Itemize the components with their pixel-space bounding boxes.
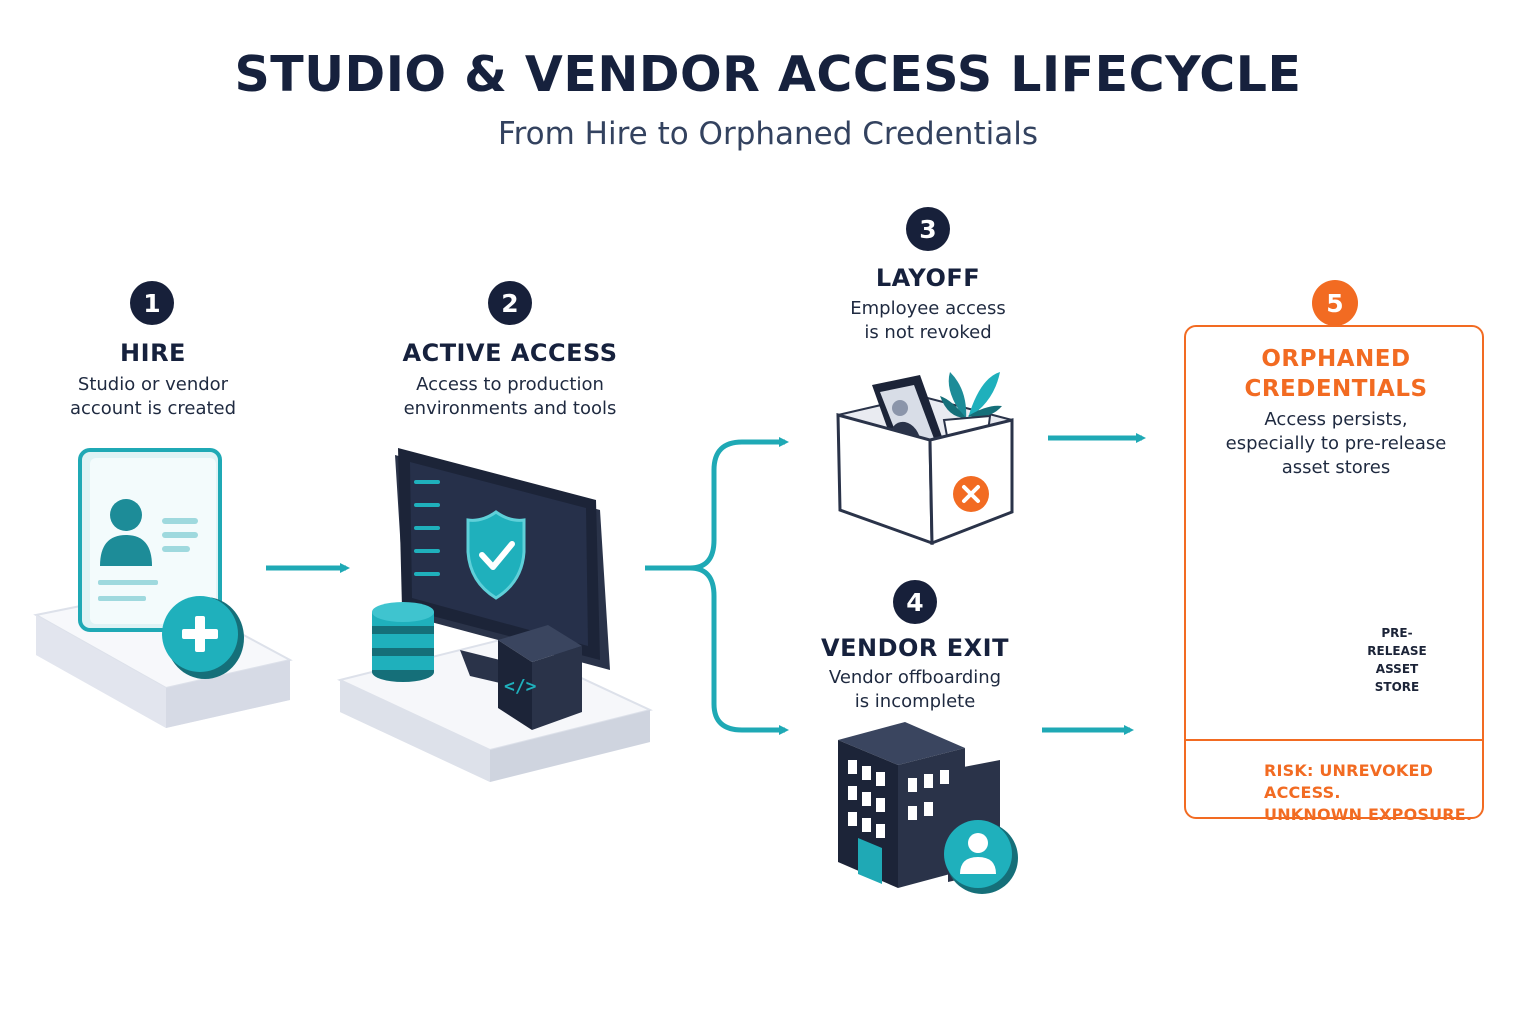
id-card-icon [33,448,293,728]
step-5-badge: 5 [1312,280,1358,326]
close-icon [953,476,989,512]
arrow-icon [645,565,789,735]
step-1-badge: 1 [130,281,174,325]
step-1-title: HIRE [120,339,186,367]
database-icon [372,602,434,682]
code-cube-icon: </> [498,625,582,730]
step-4-badge: 4 [893,580,937,624]
orphaned-credentials-panel [1184,325,1484,819]
user-icon [944,820,1018,894]
page-title: STUDIO & VENDOR ACCESS LIFECYCLE [234,46,1302,103]
add-icon [162,596,244,679]
step-5-desc: Access persists,especially to pre-releas… [1225,409,1447,478]
svg-text:</>: </> [504,676,537,697]
step-2-badge: 2 [488,281,532,325]
risk-warning-text: RISK: UNREVOKED ACCESS.UNKNOWN EXPOSURE. [1264,761,1473,824]
panel-divider [1186,739,1482,741]
step-3-title: LAYOFF [875,264,981,292]
step-2-title: ACTIVE ACCESS [402,339,618,367]
arrow-icon [645,437,789,571]
page-subtitle: From Hire to Orphaned Credentials [498,116,1038,152]
step-3-badge: 3 [906,207,950,251]
step-4-title: VENDOR EXIT [821,634,1009,662]
shield-check-icon [466,510,526,600]
